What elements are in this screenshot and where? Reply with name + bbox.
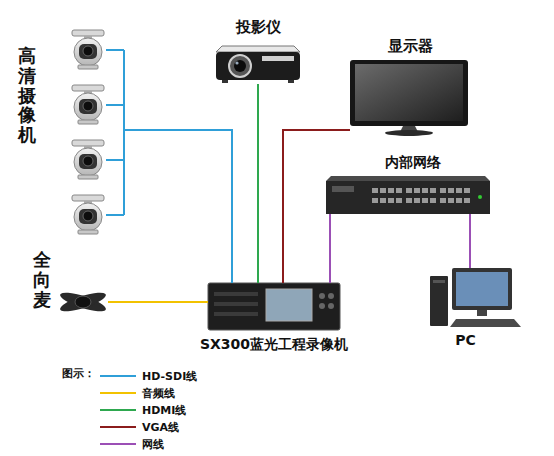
device-label: PC <box>455 332 476 349</box>
device-label: 投影仪 <box>236 18 281 36</box>
legend-entry: VGA线 <box>100 419 179 435</box>
legend-swatch <box>100 375 136 377</box>
projector-box: 投影仪 <box>215 44 301 84</box>
legend-text: HDMI线 <box>142 403 186 418</box>
device-label: 内部网络 <box>385 154 441 171</box>
legend: 图示：HD-SDI线音频线HDMI线VGA线网线 <box>62 366 95 381</box>
monitor <box>350 60 468 136</box>
cable-line <box>469 214 471 268</box>
device-label: SX300蓝光工程录像机 <box>200 336 348 353</box>
network-switch <box>326 176 490 214</box>
cable-line <box>131 130 232 283</box>
legend-entry: HDMI线 <box>100 402 186 418</box>
legend-text: 音频线 <box>142 386 175 401</box>
legend-entry: 音频线 <box>100 385 175 401</box>
display-box: 显示器 <box>350 60 468 136</box>
desktop-pc <box>430 268 521 327</box>
legend-entry: 网线 <box>100 436 164 452</box>
legend-text: HD-SDI线 <box>142 369 197 384</box>
camera-group: 高清摄像机 <box>62 32 131 237</box>
legend-entry: HD-SDI线 <box>100 368 197 384</box>
blu-ray-recorder <box>208 283 340 330</box>
omni-microphone <box>58 289 107 315</box>
legend-text: 网线 <box>142 437 164 452</box>
pc-box: PC <box>430 268 521 328</box>
recorder-box: SX300蓝光工程录像机 <box>208 283 340 330</box>
legend-swatch <box>100 426 136 428</box>
legend-text: VGA线 <box>142 420 179 435</box>
legend-swatch <box>100 443 136 445</box>
cable-line <box>329 214 331 283</box>
ptz-camera <box>72 30 104 234</box>
cable-line <box>257 84 259 283</box>
projector <box>216 46 300 83</box>
vertical-label: 全向麦 <box>33 250 51 309</box>
cable-line <box>283 130 350 283</box>
camera-bracket <box>106 50 131 215</box>
device-label: 显示器 <box>388 37 433 55</box>
legend-title: 图示： <box>62 366 95 381</box>
vertical-label: 高清摄像机 <box>18 46 36 145</box>
microphone-box: 全向麦 <box>58 286 108 318</box>
legend-swatch <box>100 409 136 411</box>
switch-box: 内部网络 <box>326 176 490 214</box>
cable-line <box>108 301 208 303</box>
legend-swatch <box>100 392 136 394</box>
